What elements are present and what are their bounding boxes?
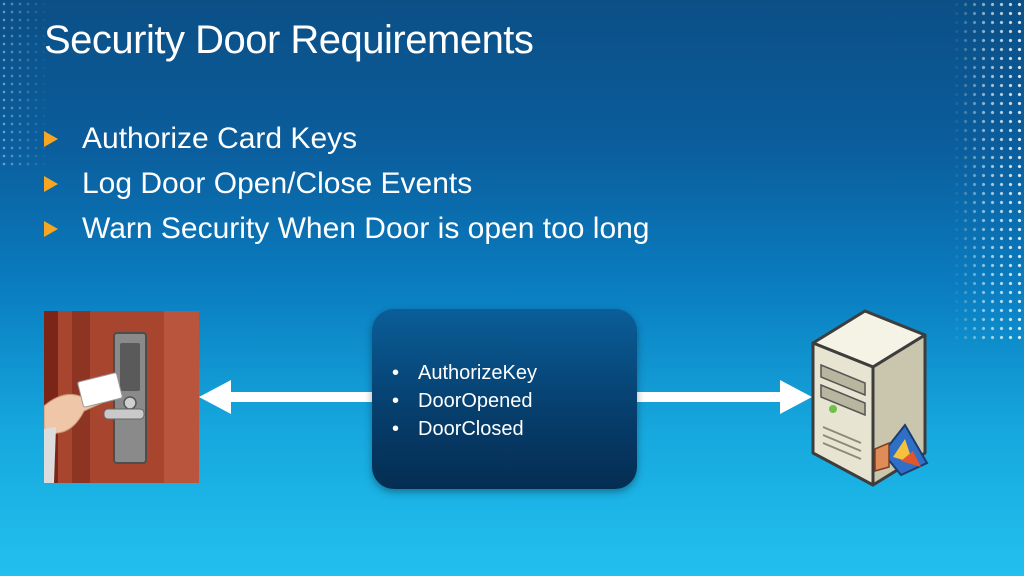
door-card-reader-photo xyxy=(44,311,199,483)
decorative-dot-pattern-right xyxy=(952,0,1024,340)
slide-title: Security Door Requirements xyxy=(44,18,534,62)
decorative-dot-pattern-left xyxy=(0,0,50,170)
triangle-right-icon xyxy=(44,221,58,237)
bullet-item: Log Door Open/Close Events xyxy=(44,163,650,208)
event-label: AuthorizeKey xyxy=(418,362,537,384)
arrow-right-icon xyxy=(636,380,812,414)
triangle-right-icon xyxy=(44,131,58,147)
bullet-item: Authorize Card Keys xyxy=(44,118,650,163)
bullet-text: Authorize Card Keys xyxy=(82,122,358,155)
arrow-left-icon xyxy=(199,380,374,414)
event-label: DoorClosed xyxy=(418,418,524,440)
events-box: • AuthorizeKey • DoorOpened • DoorClosed xyxy=(372,309,637,489)
event-label: DoorOpened xyxy=(418,390,533,412)
event-item: • DoorClosed xyxy=(392,415,537,443)
event-item: • AuthorizeKey xyxy=(392,359,537,387)
event-item: • DoorOpened xyxy=(392,387,537,415)
bullet-dot: • xyxy=(392,418,400,440)
bullet-text: Log Door Open/Close Events xyxy=(82,167,473,200)
events-list: • AuthorizeKey • DoorOpened • DoorClosed xyxy=(392,359,537,443)
bullet-list: Authorize Card Keys Log Door Open/Close … xyxy=(44,118,650,253)
bullet-dot: • xyxy=(392,362,400,384)
triangle-right-icon xyxy=(44,176,58,192)
bullet-text: Warn Security When Door is open too long xyxy=(82,212,650,245)
bullet-item: Warn Security When Door is open too long xyxy=(44,208,650,253)
server-tower-icon xyxy=(811,309,929,487)
bullet-dot: • xyxy=(392,390,400,412)
